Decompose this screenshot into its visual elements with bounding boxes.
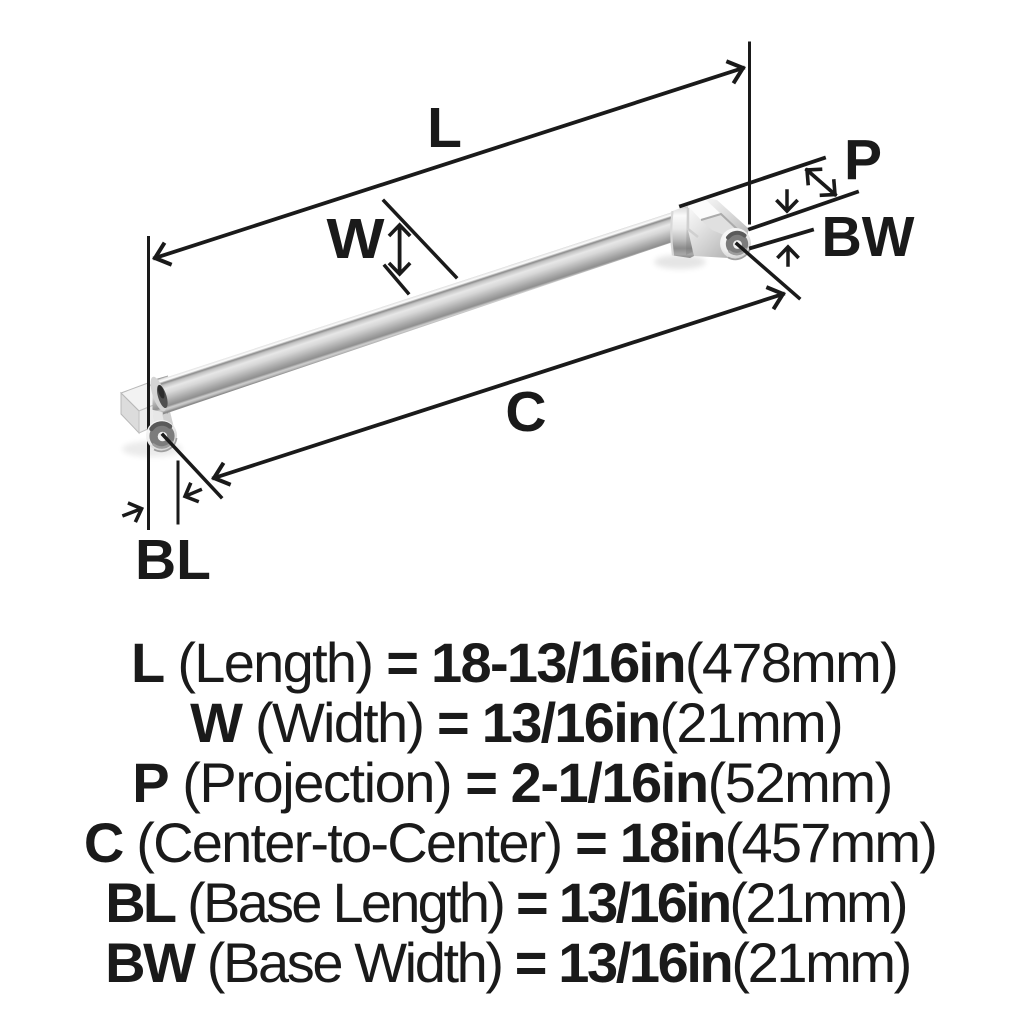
svg-text:C (Center-to-Center) = 18in(45: C (Center-to-Center) = 18in(457mm) [84,811,936,874]
svg-text:C: C [505,380,546,444]
svg-text:P (Projection) = 2-1/16in(52mm: P (Projection) = 2-1/16in(52mm) [132,751,892,814]
svg-text:W: W [327,207,385,271]
svg-text:W (Width) = 13/16in(21mm): W (Width) = 13/16in(21mm) [190,691,842,754]
svg-text:BL: BL [135,528,211,592]
svg-text:L (Length) = 18-13/16in(478mm): L (Length) = 18-13/16in(478mm) [131,631,897,694]
svg-text:BW (Base Width) = 13/16in(21mm: BW (Base Width) = 13/16in(21mm) [105,931,910,994]
svg-text:P: P [844,128,882,192]
svg-text:BL (Base Length) = 13/16in(21m: BL (Base Length) = 13/16in(21mm) [105,871,906,934]
svg-text:BW: BW [822,205,915,269]
svg-text:L: L [427,96,462,160]
